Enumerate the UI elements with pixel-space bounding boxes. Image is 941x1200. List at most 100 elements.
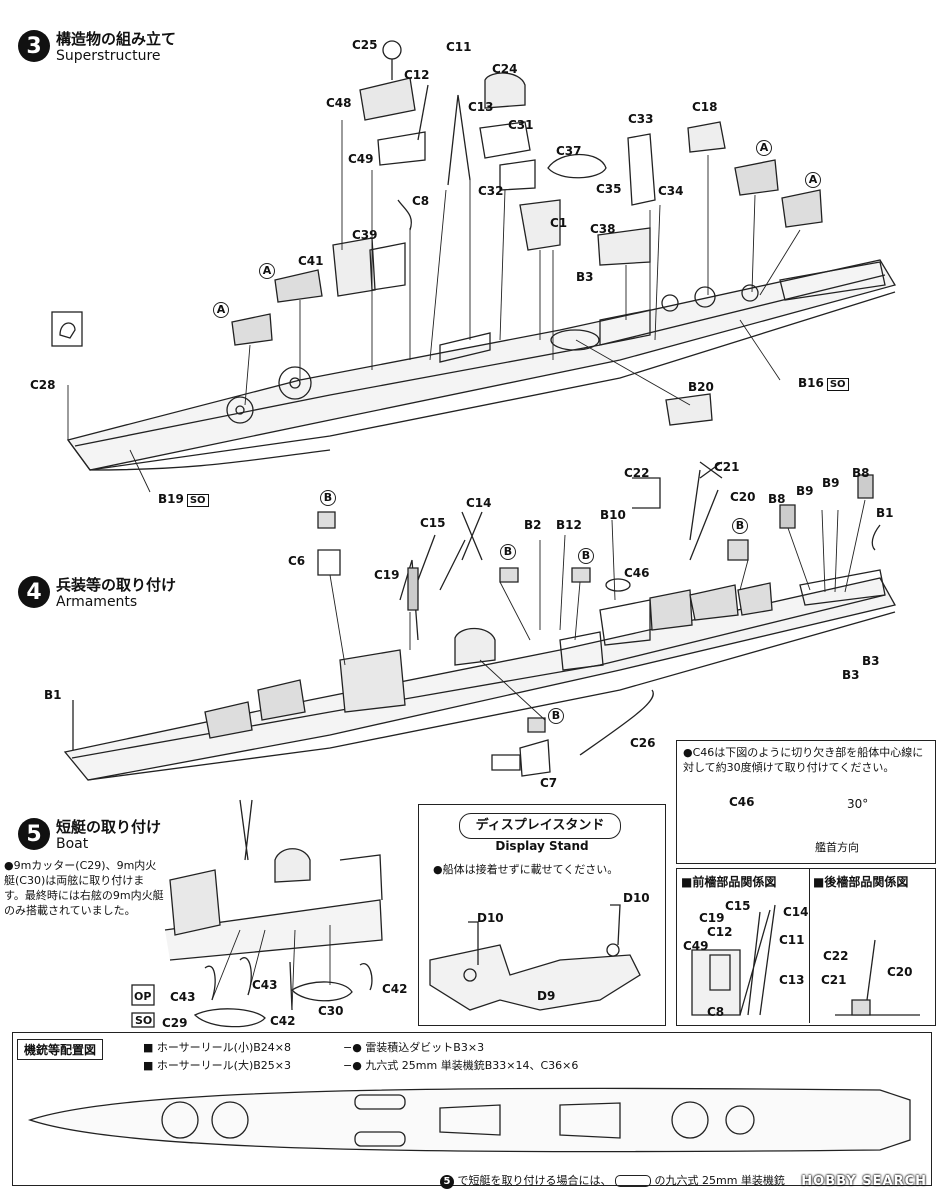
part-label: C43 bbox=[170, 990, 196, 1004]
part-label: C28 bbox=[30, 378, 56, 392]
marker-b: B bbox=[500, 544, 516, 560]
part-label: B3 bbox=[862, 654, 880, 668]
part-label: C37 bbox=[556, 144, 582, 158]
part-label: C26 bbox=[630, 736, 656, 750]
legend-item: ■ ホーサーリール(小)B24×8 bbox=[143, 1041, 292, 1054]
part-label: B3 bbox=[842, 668, 860, 682]
part-label: B8 bbox=[852, 466, 870, 480]
part-label: D10 bbox=[477, 911, 504, 925]
part-label: C43 bbox=[252, 978, 278, 992]
display-stand-title: ディスプレイスタンド bbox=[459, 813, 621, 839]
step-4-header: 4 兵装等の取り付け Armaments bbox=[18, 576, 176, 610]
part-label: C29 bbox=[162, 1016, 188, 1030]
legend-title: 機銃等配置図 bbox=[17, 1039, 104, 1060]
part-label: C12 bbox=[707, 925, 733, 939]
part-label: C21 bbox=[714, 460, 740, 474]
part-label: C33 bbox=[628, 112, 654, 126]
part-label: C13 bbox=[779, 973, 805, 987]
c46-note-box: ●C46は下図のように切り欠き部を船体中心線に対して約30度傾けて取り付けてくだ… bbox=[676, 740, 936, 864]
part-label: D10 bbox=[623, 891, 650, 905]
part-label: C11 bbox=[446, 40, 472, 54]
mast-diagrams-box: ■前檣部品関係図 ■後檣部品関係図 C15 C14 C19 C12 C11 C4… bbox=[676, 868, 936, 1026]
part-label: C11 bbox=[779, 933, 805, 947]
part-label: C49 bbox=[683, 939, 709, 953]
part-label: C22 bbox=[823, 949, 849, 963]
part-label: C38 bbox=[590, 222, 616, 236]
part-label: B10 bbox=[600, 508, 626, 522]
angle-label: 30° bbox=[847, 797, 869, 811]
hull-step3 bbox=[66, 259, 896, 471]
boat-note: ●9mカッター(C29)、9m内火艇(C30)は両舷に取り付けます。最終時には右… bbox=[4, 859, 164, 917]
part-label: C13 bbox=[468, 100, 494, 114]
part-label: D9 bbox=[537, 989, 556, 1003]
part-label: C1 bbox=[550, 216, 568, 230]
tag-so: SO bbox=[135, 1014, 153, 1027]
part-label: C15 bbox=[725, 899, 751, 913]
step-title-ja: 構造物の組み立て bbox=[56, 30, 177, 48]
part-label: C21 bbox=[821, 973, 847, 987]
marker-b: B bbox=[320, 490, 336, 506]
part-label: C34 bbox=[658, 184, 684, 198]
part-label: B12 bbox=[556, 518, 582, 532]
rear-mast-title: ■後檣部品関係図 bbox=[813, 875, 909, 889]
marker-a: A bbox=[756, 140, 772, 156]
part-label: C35 bbox=[596, 182, 622, 196]
part-label: B1 bbox=[876, 506, 894, 520]
part-label: C6 bbox=[288, 554, 306, 568]
step-title-ja: 兵装等の取り付け bbox=[56, 576, 177, 594]
marker-a: A bbox=[259, 263, 275, 279]
marker-b: B bbox=[578, 548, 594, 564]
step-title-ja: 短艇の取り付け bbox=[56, 818, 162, 836]
part-label: C31 bbox=[508, 118, 534, 132]
part-label: C12 bbox=[404, 68, 430, 82]
step-title-en: Armaments bbox=[56, 594, 138, 610]
watermark: HOBBY SEARCH bbox=[801, 1174, 927, 1189]
part-label: C18 bbox=[692, 100, 718, 114]
marker-b: B bbox=[548, 708, 564, 724]
marker-a: A bbox=[213, 302, 229, 318]
part-label: C22 bbox=[624, 466, 650, 480]
part-label: C15 bbox=[420, 516, 446, 530]
part-label: C42 bbox=[382, 982, 408, 996]
marker-b: B bbox=[732, 518, 748, 534]
part-label: C32 bbox=[478, 184, 504, 198]
step-number: 3 bbox=[18, 30, 50, 62]
step-5-header: 5 短艇の取り付け Boat bbox=[18, 818, 161, 852]
part-label: C19 bbox=[699, 911, 725, 925]
part-label: B9 bbox=[822, 476, 840, 490]
part-label: C25 bbox=[352, 38, 378, 52]
legend-ship-plan bbox=[27, 1087, 911, 1153]
step-number: 4 bbox=[18, 576, 50, 608]
c46-label: C46 bbox=[729, 795, 755, 809]
legend-item: −● 九六式 25mm 単装機銃B33×14、C36×6 bbox=[343, 1059, 579, 1072]
display-stand-note: ●船体は接着せずに載せてください。 bbox=[433, 863, 619, 876]
part-label: C14 bbox=[783, 905, 809, 919]
part-label: C41 bbox=[298, 254, 324, 268]
display-stand-box: ディスプレイスタンド Display Stand ●船体は接着せずに載せてくださ… bbox=[418, 804, 666, 1026]
part-label: C20 bbox=[887, 965, 913, 979]
part-label: B8 bbox=[768, 492, 786, 506]
part-label: C8 bbox=[707, 1005, 725, 1019]
part-label: B9 bbox=[796, 484, 814, 498]
step-title-en: Boat bbox=[56, 836, 89, 852]
gun-arrangement-legend: 機銃等配置図 ■ ホーサーリール(小)B24×8 ■ ホーサーリール(大)B25… bbox=[12, 1032, 932, 1186]
part-label: C19 bbox=[374, 568, 400, 582]
marker-a: A bbox=[805, 172, 821, 188]
display-stand-title-en: Display Stand bbox=[495, 839, 589, 853]
part-label: C39 bbox=[352, 228, 378, 242]
part-label: B2 bbox=[524, 518, 542, 532]
part-label: B3 bbox=[576, 270, 594, 284]
part-label: C42 bbox=[270, 1014, 296, 1028]
hull-step4 bbox=[63, 559, 896, 781]
part-label: C8 bbox=[412, 194, 430, 208]
part-label: C46 bbox=[624, 566, 650, 580]
part-label: C14 bbox=[466, 496, 492, 510]
part-label: C7 bbox=[540, 776, 558, 790]
step-number: 5 bbox=[18, 818, 50, 850]
part-label: C24 bbox=[492, 62, 518, 76]
bow-direction-label: 艦首方向 bbox=[815, 841, 859, 854]
legend-item: −● 雷装積込ダビットB3×3 bbox=[343, 1041, 485, 1054]
